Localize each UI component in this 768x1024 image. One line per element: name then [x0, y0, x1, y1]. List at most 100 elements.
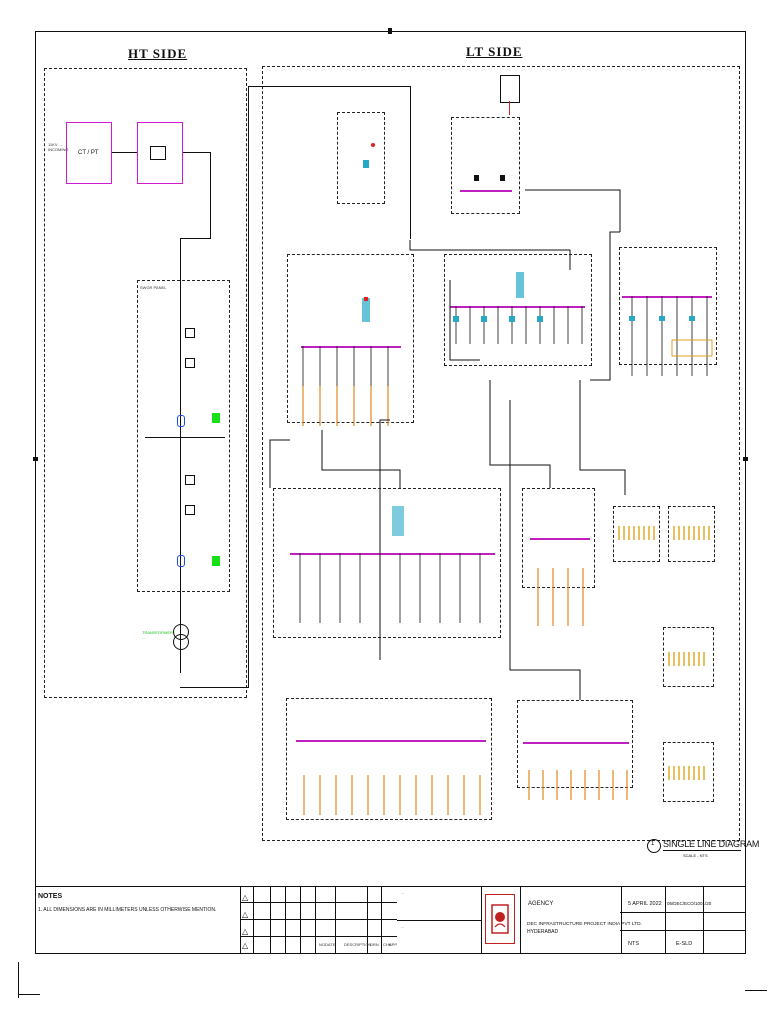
agency-label: AGENCY: [528, 901, 554, 907]
ht-sb-title: SWGR PANEL: [140, 285, 167, 290]
sld-title-underline: [663, 850, 741, 851]
mcc-bus: [450, 306, 585, 308]
agency-company: DEC INFRASTRUCTURE PROJECT INDIA PVT LTD…: [527, 922, 642, 927]
rmu-device: [150, 146, 166, 160]
dg-breaker-2: [500, 175, 505, 181]
load-group-4: [663, 742, 714, 802]
rev-col-5: [315, 886, 316, 954]
lt-panel1-feeders: [302, 346, 389, 426]
rev-row-3-mark: △: [242, 927, 249, 936]
transformer-note: TRANSFORMER...: [142, 630, 173, 640]
lt-bus-1: [301, 346, 401, 348]
ht-line-5: [180, 238, 181, 673]
lt-bus-2: [290, 553, 495, 555]
rev-col-3: [285, 886, 286, 954]
mcc-device: [516, 272, 524, 298]
load-group-3: [663, 627, 714, 687]
ht-side-panel: [44, 68, 247, 698]
incomer-device: [363, 160, 369, 168]
lt-main-line-1: [248, 86, 249, 688]
rev-row-1-mark: △: [242, 893, 249, 902]
logo-mark-icon: [491, 904, 509, 934]
rev-header-no: NO.: [319, 942, 327, 947]
dg-bus: [460, 190, 512, 192]
rev-col-4: [300, 886, 301, 954]
drawing-description-text: ...: [401, 924, 405, 929]
lt-distribution-panel-1: [287, 254, 414, 423]
ht-line-3: [210, 152, 211, 239]
ht-bus-1: [145, 437, 225, 438]
ht-device-4: [185, 505, 195, 515]
ht-switchboard-panel: [137, 280, 230, 592]
project-description-text: ...: [401, 890, 405, 895]
ht-to-lt-line: [180, 687, 248, 688]
corner-mark-bottom-left-h: [18, 994, 40, 995]
dg-red-line: [509, 101, 510, 115]
rev-col-2: [270, 886, 271, 954]
scale-value: NTS: [628, 941, 639, 947]
incomer-red-dot: [371, 143, 375, 147]
rev-col-8: [381, 886, 382, 954]
ht-line-4: [180, 238, 211, 239]
sld-title: SINGLE LINE DIAGRAM: [663, 839, 760, 849]
sld-scale: SCALE - NTS: [683, 853, 708, 858]
right-top-panel: [619, 247, 717, 365]
dg-box: [500, 75, 520, 103]
lt-panel1-device: [362, 298, 370, 322]
border-tick-top: [388, 28, 392, 34]
ct-pt-box: [137, 122, 183, 184]
lt-bus-4: [523, 742, 629, 744]
right-top-loads: [629, 296, 713, 376]
ht-side-header: HT SIDE: [128, 46, 188, 61]
rev-header-date: DATE: [325, 942, 336, 947]
rev-header-app: APP: [389, 942, 398, 947]
info-col-2: [703, 886, 704, 954]
small-centre-panel: [522, 488, 595, 588]
ht-blue-breaker-1: [177, 415, 185, 427]
border-tick-left: [33, 457, 38, 461]
rev-header-drn: DRN: [370, 942, 379, 947]
rev-col-6: [335, 886, 336, 954]
panel4-feeders: [528, 770, 628, 800]
lt-interconnect-cables: [269, 189, 626, 700]
ht-device-3: [185, 475, 195, 485]
ht-device-2: [185, 358, 195, 368]
agency-column: [520, 886, 622, 954]
right-top-bus: [622, 296, 712, 298]
dg-panel: [451, 117, 520, 214]
load-group-4-fill: [668, 766, 708, 780]
load-group-1: [613, 506, 660, 562]
ct-pt-label: CT / PT: [78, 150, 99, 156]
mcc-panel: [444, 254, 592, 366]
info-row-divider-2: [620, 930, 746, 931]
rev-col-1: [253, 886, 254, 954]
dg-breaker-1: [474, 175, 479, 181]
ht-line-1: [112, 152, 137, 153]
notes-title: NOTES: [38, 893, 63, 900]
corner-mark-bottom-right: [745, 990, 767, 991]
corner-mark-bottom-left: [18, 962, 19, 998]
rev-row-4-mark: △: [242, 941, 249, 950]
load-group-2: [668, 506, 715, 562]
info-row-divider-1: [620, 912, 746, 913]
lt-side-header: LT SIDE: [466, 44, 523, 59]
border-tick-right: [743, 457, 748, 461]
revision-rows: [240, 886, 397, 954]
rev-header-chk: CHK: [383, 942, 392, 947]
lt-distribution-panel-3: [286, 698, 492, 820]
drawing-code: 05/DEC/ECO/1001/20: [667, 901, 712, 906]
ht-line-2: [183, 152, 210, 153]
mcc-feeders: [453, 306, 583, 344]
small-centre-feeders: [537, 568, 584, 626]
panel2-device: [392, 506, 404, 536]
load-group-2-fill: [673, 526, 711, 540]
lt-main-line-3: [410, 86, 411, 239]
sld-title-marker: 1: [651, 841, 655, 847]
panel3-feeders: [303, 775, 481, 815]
agency-city: HYDERABAD: [527, 929, 559, 935]
lt-panel1-red: [364, 297, 368, 301]
lt-distribution-panel-4: [517, 700, 633, 788]
load-group-3-fill: [668, 652, 708, 666]
lt-incomer-panel: [337, 112, 385, 204]
lt-distribution-panel-2: [273, 488, 501, 638]
